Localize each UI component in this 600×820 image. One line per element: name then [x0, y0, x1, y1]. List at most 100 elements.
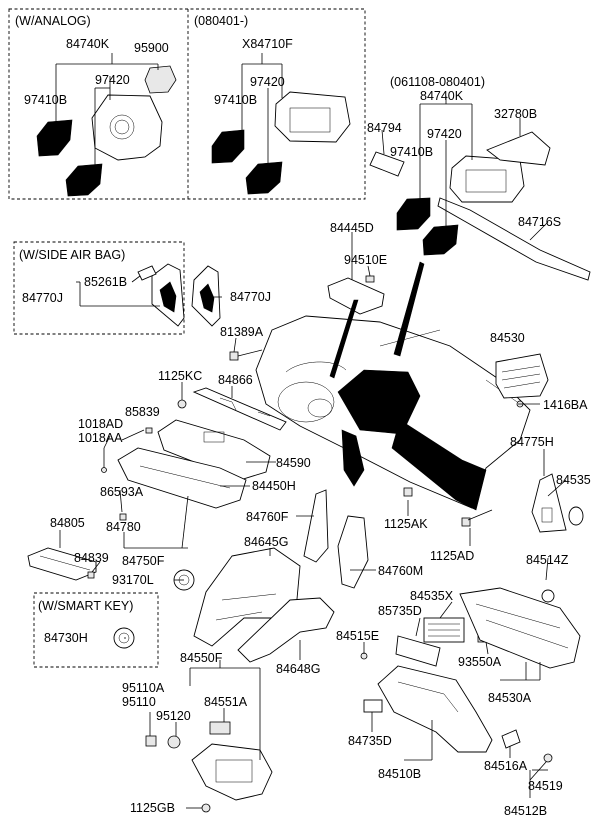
label-part: 1125KC	[158, 369, 202, 383]
trim-84760M	[337, 515, 369, 589]
label-part: 32780B	[494, 107, 537, 121]
hazard-switch-95900	[144, 65, 177, 94]
label-part: 84510B	[378, 767, 421, 781]
crash-pad-main	[255, 315, 531, 511]
label-part: 84716S	[518, 215, 561, 229]
fastener-85839	[145, 427, 153, 434]
label-part: 1416BA	[543, 398, 588, 412]
labels: (W/ANALOG) (080401-) (W/SIDE AIR BAG) (W…	[15, 14, 591, 818]
label-part: 1018AA	[78, 431, 123, 445]
label-part: 85261B	[84, 275, 127, 289]
sensor-84514Z	[541, 589, 555, 603]
strip-84716S	[437, 197, 591, 281]
label-part: 84519	[528, 779, 563, 793]
label-part: 95900	[134, 41, 169, 55]
air-vent-left-061108	[396, 197, 431, 231]
label-part: 95120	[156, 709, 191, 723]
label-part: 97420	[427, 127, 462, 141]
label-part: 84866	[218, 373, 253, 387]
label-part: 84760F	[246, 510, 289, 524]
label-part: 84512B	[504, 804, 547, 818]
panel-84445D	[327, 277, 385, 315]
label-part: 81389A	[220, 325, 264, 339]
label-part: 93550A	[458, 655, 502, 669]
cluster-housing-analog	[91, 94, 163, 161]
cluster-housing-080401	[274, 91, 351, 143]
badge-85261B	[137, 265, 157, 281]
label-part: 84730H	[44, 631, 88, 645]
panel-84450H	[117, 447, 247, 509]
air-vent-left-analog	[36, 119, 73, 157]
label-part: 84514Z	[526, 553, 569, 567]
option-box-side-air-bag	[13, 241, 185, 335]
label-part: 84516A	[484, 759, 528, 773]
housing-84530A	[459, 587, 581, 669]
air-vent-left-080401	[211, 129, 245, 164]
switch-95120	[167, 735, 181, 749]
label-part: 84805	[50, 516, 85, 530]
bin-84550F	[191, 743, 273, 801]
label-part: 84530	[490, 331, 525, 345]
label-part: 84515E	[336, 629, 379, 643]
pillar-trim-84770J-right	[191, 265, 221, 327]
label-part: 84780	[106, 520, 141, 534]
leader-lines	[55, 53, 567, 809]
label-part: 97420	[250, 75, 285, 89]
glove-box-84510B	[377, 665, 493, 753]
cluster-housing-061108	[449, 155, 525, 203]
screw-1125KC	[177, 399, 187, 409]
pointer-84445D	[329, 299, 359, 379]
label-part: 84535X	[410, 589, 454, 603]
label-part: 84735D	[348, 734, 392, 748]
label-part: 84445D	[330, 221, 374, 235]
label-part: X84710F	[242, 37, 293, 51]
damper-84519	[543, 753, 553, 763]
label-part: 84770J	[230, 290, 271, 304]
unit-84535X	[423, 617, 465, 643]
trim-84760F	[303, 489, 329, 563]
label-part: 86593A	[100, 485, 144, 499]
bolt-1125AK	[403, 487, 413, 497]
label-part: 84770J	[22, 291, 63, 305]
label-group-analog: (W/ANALOG)	[15, 14, 91, 28]
cap-84535	[568, 506, 584, 526]
option-box-analog	[8, 8, 366, 200]
label-part: 84775H	[510, 435, 554, 449]
cover-84648G	[237, 597, 335, 663]
label-part: 84794	[367, 121, 402, 135]
reinforcement-84866	[192, 387, 287, 431]
label-part: 84551A	[204, 695, 248, 709]
label-group-061108: (061108-080401)	[390, 75, 485, 89]
label-part: 1125GB	[130, 801, 175, 815]
label-part: 85735D	[378, 604, 422, 618]
label-part: 97410B	[214, 93, 257, 107]
label-part: 84750F	[122, 554, 165, 568]
label-part: 85839	[125, 405, 160, 419]
label-part: 84645G	[244, 535, 288, 549]
defrost-nozzle-84530	[495, 353, 549, 399]
air-vent-center-080401	[245, 161, 283, 195]
clip-94510E	[365, 275, 375, 283]
label-part: 84590	[276, 456, 311, 470]
cluster-hood-32780B	[486, 131, 551, 166]
bracket-84794	[369, 151, 405, 177]
screw-1125GB	[201, 803, 211, 813]
option-box-smart-key	[33, 592, 159, 668]
label-part: 84740K	[420, 89, 464, 103]
label-part: 84740K	[66, 37, 110, 51]
label-part: 84760M	[378, 564, 423, 578]
label-part: 84530A	[488, 691, 532, 705]
label-part: 84550F	[180, 651, 223, 665]
label-part: 95110A	[122, 681, 165, 695]
fastener-1018AD	[101, 448, 107, 473]
label-group-080401: (080401-)	[194, 14, 248, 28]
label-part: 1125AK	[384, 517, 428, 531]
label-part: 93170L	[112, 573, 154, 587]
label-part: 95110	[122, 695, 156, 709]
air-vent-center-analog	[65, 163, 103, 197]
label-part: 97410B	[24, 93, 67, 107]
air-vent-center-061108	[422, 224, 459, 256]
bolt-81389A	[229, 349, 263, 361]
panel-84590	[157, 419, 271, 481]
clip-84839	[87, 571, 95, 579]
